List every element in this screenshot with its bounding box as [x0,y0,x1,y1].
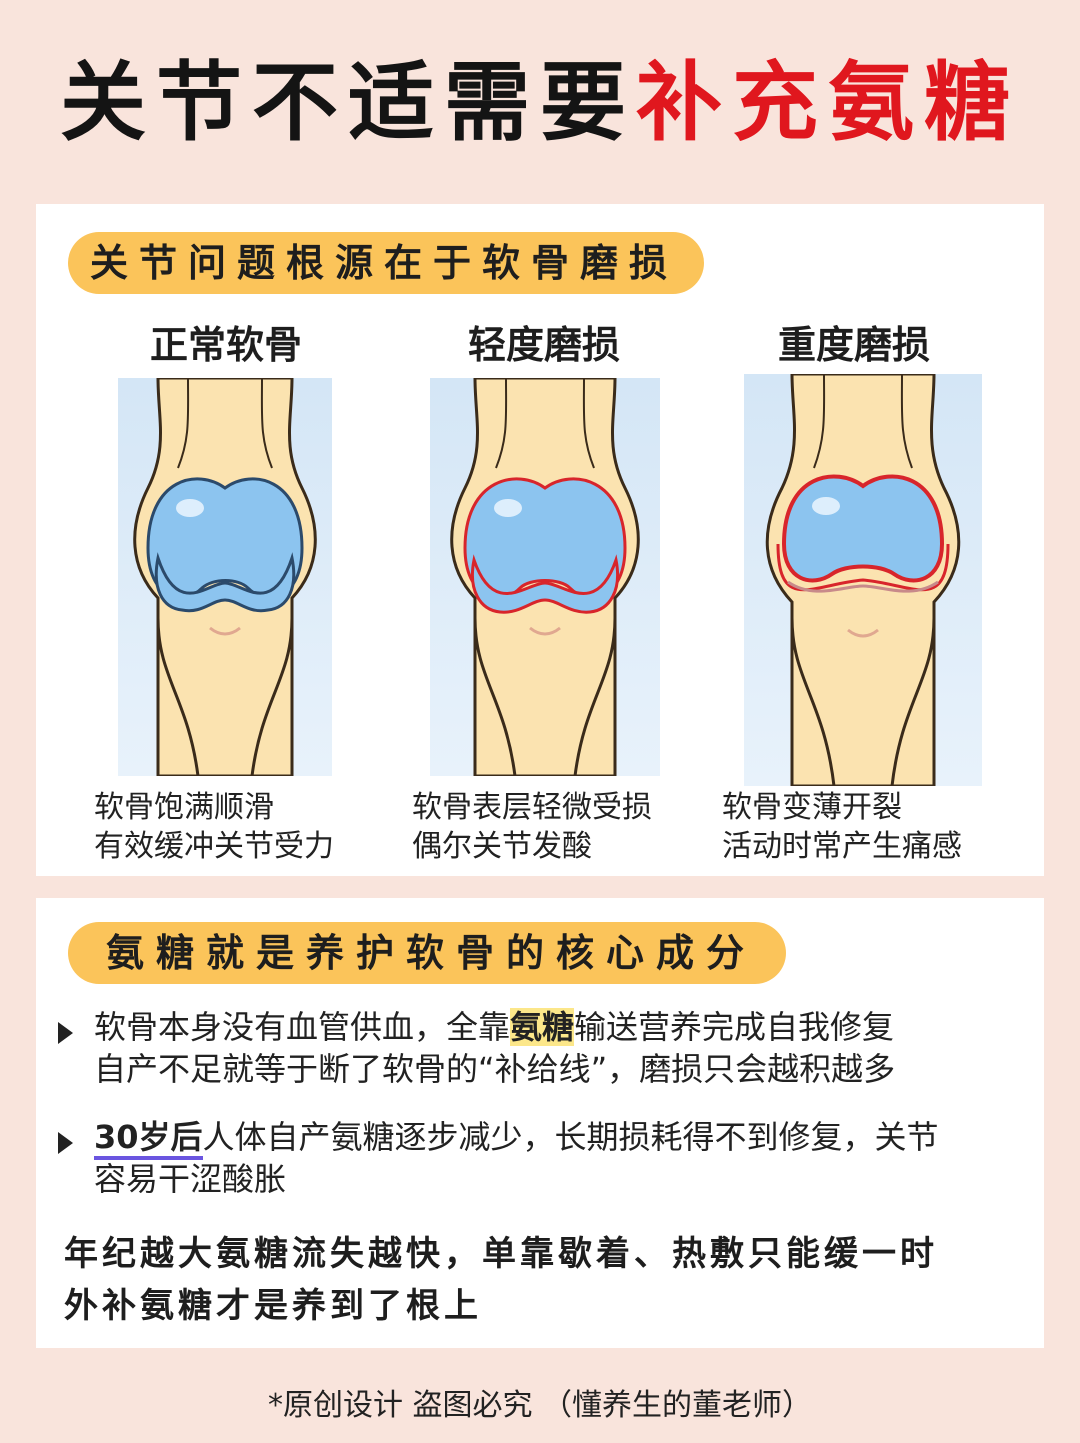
triangle-bullet-icon [58,1022,73,1044]
stage-desc-line: 有效缓冲关节受力 [94,829,334,864]
bullet-2-post: 人体自产氨糖逐步减少，长期损耗得不到修复，关节 [202,1118,939,1156]
stage-desc-line: 偶尔关节发酸 [412,829,592,864]
stage-desc-line: 软骨饱满顺滑 [94,790,274,825]
stage-desc-line: 活动时常产生痛感 [722,829,962,864]
closing-statement: 年纪越大氨糖流失越快，单靠歇着、热敷只能缓一时 外补氨糖才是养到了根上 [64,1228,1024,1332]
title-part-2: 补充氨糖 [636,53,1020,153]
page-title: 关节不适需要补充氨糖 [0,48,1080,158]
stage-description-normal: 软骨饱满顺滑 有效缓冲关节受力 [94,788,334,866]
triangle-bullet-icon [58,1132,73,1154]
closing-line-2: 外补氨糖才是养到了根上 [64,1286,482,1326]
bullet-2-text: 30岁后人体自产氨糖逐步减少，长期损耗得不到修复，关节 容易干涩酸胀 [94,1116,1014,1200]
bullet-1-line-1: 软骨本身没有血管供血，全靠氨糖输送营养完成自我修复 [94,1006,1014,1048]
stage-title-severe: 重度磨损 [777,323,930,367]
stage-title-normal: 正常软骨 [149,323,302,367]
knee-normal-icon [133,378,317,776]
knee-illustration-normal [118,378,332,776]
title-part-1: 关节不适需要 [60,53,636,153]
knee-illustration-mild [430,378,660,776]
glucosamine-info-card: 氨糖就是养护软骨的核心成分 软骨本身没有血管供血，全靠氨糖输送营养完成自我修复 … [36,898,1044,1348]
section-1-heading: 关节问题根源在于软骨磨损 [68,232,704,294]
closing-line-1: 年纪越大氨糖流失越快，单靠歇着、热敷只能缓一时 [64,1234,938,1274]
bullet-1-pre: 软骨本身没有血管供血，全靠 [94,1008,511,1046]
cartilage-stages-card: 关节问题根源在于软骨磨损 正常软骨 轻度磨损 重度磨损 [36,204,1044,876]
knee-mild-icon [450,378,640,776]
stage-description-mild: 软骨表层轻微受损 偶尔关节发酸 [412,788,652,866]
highlight-glucosamine: 氨糖 [510,1008,575,1046]
stage-description-severe: 软骨变薄开裂 活动时常产生痛感 [722,788,962,866]
bullet-2-line-1: 30岁后人体自产氨糖逐步减少，长期损耗得不到修复，关节 [94,1116,1014,1160]
bullet-1-post: 输送营养完成自我修复 [574,1008,895,1046]
knee-severe-icon [765,374,961,786]
bullet-point-2: 30岁后人体自产氨糖逐步减少，长期损耗得不到修复，关节 容易干涩酸胀 [58,1116,1018,1206]
bullet-1-text: 软骨本身没有血管供血，全靠氨糖输送营养完成自我修复 自产不足就等于断了软骨的“补… [94,1006,1014,1090]
underline-age-30: 30岁后 [94,1118,203,1160]
copyright-footer: *原创设计 盗图必究 （懂养生的董老师） [267,1388,813,1423]
stage-title-mild: 轻度磨损 [467,323,620,367]
bullet-1-line-2: 自产不足就等于断了软骨的“补给线”，磨损只会越积越多 [94,1050,896,1088]
bullet-2-line-2: 容易干涩酸胀 [94,1160,287,1198]
stage-desc-line: 软骨表层轻微受损 [412,790,652,825]
section-2-heading: 氨糖就是养护软骨的核心成分 [68,922,786,984]
bullet-point-1: 软骨本身没有血管供血，全靠氨糖输送营养完成自我修复 自产不足就等于断了软骨的“补… [58,1006,1018,1096]
knee-illustration-severe [744,374,982,786]
stage-desc-line: 软骨变薄开裂 [722,790,902,825]
